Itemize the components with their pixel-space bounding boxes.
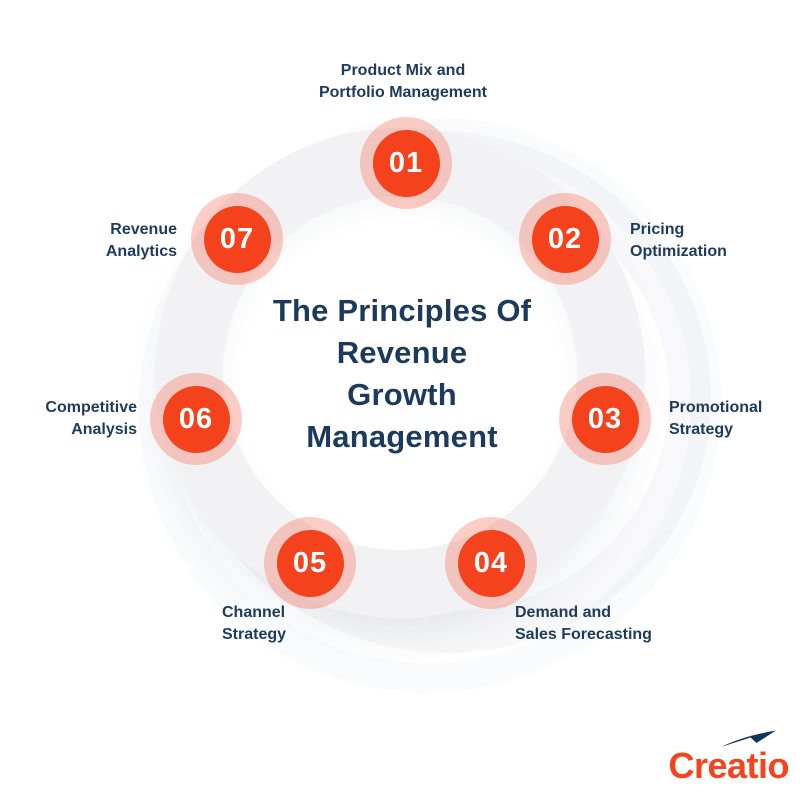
- step-label-channel-strategy: Channel Strategy: [222, 602, 286, 646]
- step-label-revenue-analytics: Revenue Analytics: [106, 219, 177, 263]
- label-line: Revenue: [110, 221, 177, 238]
- label-line: Portfolio Management: [318, 84, 487, 101]
- title-line: Revenue: [336, 335, 468, 370]
- step-label-competitive-analysis: Competitive Analysis: [45, 397, 137, 441]
- label-line: Optimization: [630, 243, 727, 260]
- creatio-wordmark: Creatio: [668, 745, 789, 786]
- step-node-06: 06: [150, 373, 242, 465]
- label-line: Analytics: [105, 243, 177, 260]
- title-line: Growth: [347, 377, 457, 412]
- step-circle: 06: [162, 385, 230, 453]
- step-circle: 04: [457, 529, 525, 597]
- step-node-03: 03: [559, 373, 651, 465]
- label-line: Strategy: [669, 421, 734, 438]
- label-line: Competitive: [45, 399, 137, 416]
- step-number: 05: [292, 546, 328, 579]
- step-node-04: 04: [445, 517, 537, 609]
- label-line: Sales Forecasting: [515, 626, 652, 643]
- step-label-promotional-strategy: Promotional Strategy: [669, 397, 762, 441]
- step-number: 01: [388, 146, 424, 179]
- step-node-05: 05: [264, 517, 356, 609]
- label-line: Pricing: [630, 221, 685, 238]
- step-circle: 05: [276, 529, 344, 597]
- step-number: 04: [473, 546, 509, 579]
- paper-plane-swoosh-icon: [721, 730, 776, 747]
- step-label-product-mix: Product Mix and Portfolio Management: [253, 60, 553, 104]
- step-node-07: 07: [191, 193, 283, 285]
- page-title: The Principles Of Revenue Growth Managem…: [152, 290, 652, 458]
- label-line: Product Mix and: [340, 62, 466, 79]
- title-line: The Principles Of: [272, 293, 532, 328]
- label-line: Promotional: [669, 399, 763, 416]
- step-circle: 02: [531, 205, 599, 273]
- label-line: Analysis: [71, 421, 137, 438]
- step-number: 07: [219, 222, 255, 255]
- label-line: Channel: [222, 604, 286, 621]
- label-line: Strategy: [222, 626, 287, 643]
- step-circle: 03: [571, 385, 639, 453]
- step-circle: 01: [372, 129, 440, 197]
- step-node-01: 01: [360, 117, 452, 209]
- creatio-logo: Creatio: [639, 730, 789, 786]
- step-node-02: 02: [519, 193, 611, 285]
- step-number: 03: [587, 402, 623, 435]
- step-circle: 07: [203, 205, 271, 273]
- title-line: Management: [306, 419, 498, 454]
- step-number: 06: [178, 402, 214, 435]
- step-label-pricing-optimization: Pricing Optimization: [630, 219, 727, 263]
- step-label-demand-forecasting: Demand and Sales Forecasting: [515, 602, 652, 646]
- label-line: Demand and: [515, 604, 612, 621]
- step-number: 02: [547, 222, 583, 255]
